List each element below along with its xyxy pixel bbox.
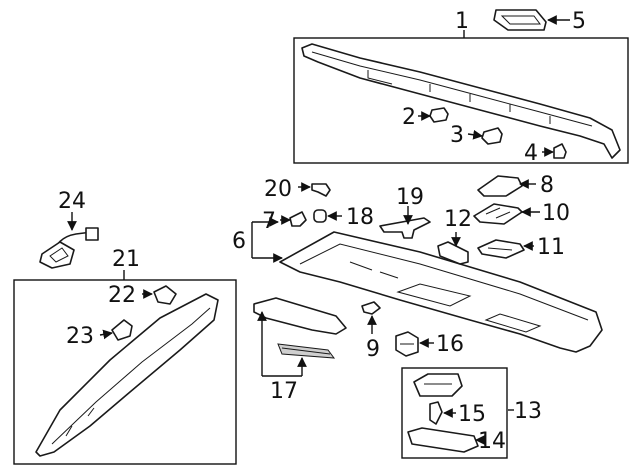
group-box-1: [293, 37, 629, 164]
part-23-clip[interactable]: [111, 319, 133, 341]
callout-11: 11: [537, 235, 565, 260]
part-19-bracket[interactable]: [379, 217, 431, 239]
part-18-clip[interactable]: [313, 209, 327, 223]
part-4-clip[interactable]: [553, 143, 567, 159]
callout-6: 6: [232, 229, 246, 254]
part-11-bracket[interactable]: [477, 239, 525, 259]
callout-20: 20: [264, 177, 292, 202]
part-9-clip[interactable]: [361, 301, 381, 315]
part-24-harness[interactable]: [39, 227, 99, 269]
callout-1: 1: [455, 9, 469, 34]
callout-2: 2: [402, 105, 416, 130]
callout-19: 19: [396, 185, 424, 210]
part-14-lens[interactable]: [407, 427, 479, 453]
part-16-connector[interactable]: [395, 331, 419, 357]
part-2-clip[interactable]: [429, 107, 449, 123]
part-3-clip[interactable]: [481, 127, 503, 145]
callout-8: 8: [540, 173, 554, 198]
callout-13: 13: [514, 399, 542, 424]
callout-9: 9: [366, 337, 380, 362]
callout-24: 24: [58, 189, 86, 214]
part-10-bracket[interactable]: [473, 203, 523, 225]
group-box-13: [401, 367, 508, 459]
part-21-pillar-trim[interactable]: [35, 293, 219, 457]
part-7-clip[interactable]: [289, 211, 307, 227]
part-13-lamp[interactable]: [413, 373, 463, 397]
callout-21: 21: [112, 247, 140, 272]
callout-23: 23: [66, 324, 94, 349]
part-17-panel[interactable]: [253, 297, 347, 359]
callout-3: 3: [450, 123, 464, 148]
callout-18: 18: [346, 205, 374, 230]
part-22-clip[interactable]: [153, 285, 177, 305]
part-15-bulb[interactable]: [429, 401, 443, 425]
callout-22: 22: [108, 283, 136, 308]
leader-lines: [67, 15, 570, 445]
callout-10: 10: [542, 201, 570, 226]
part-8-bracket[interactable]: [477, 175, 523, 197]
callout-7: 7: [262, 209, 276, 234]
group-box-21: [13, 279, 237, 465]
callout-17: 17: [270, 379, 298, 404]
callout-5: 5: [572, 9, 586, 34]
part-20-screw[interactable]: [311, 183, 331, 197]
part-12-bracket[interactable]: [437, 241, 469, 265]
part-6-headliner[interactable]: [279, 231, 603, 353]
callout-14: 14: [478, 429, 506, 454]
callout-16: 16: [436, 332, 464, 357]
part-5-bracket[interactable]: [493, 9, 547, 31]
callout-labels: 1 2 3 4 5 6 7 8 9 10 11 12 13 14 15 16 1…: [58, 9, 586, 454]
callout-4: 4: [524, 141, 538, 166]
callout-12: 12: [444, 207, 472, 232]
callout-15: 15: [458, 402, 486, 427]
part-1-rail-trim[interactable]: [301, 43, 621, 159]
